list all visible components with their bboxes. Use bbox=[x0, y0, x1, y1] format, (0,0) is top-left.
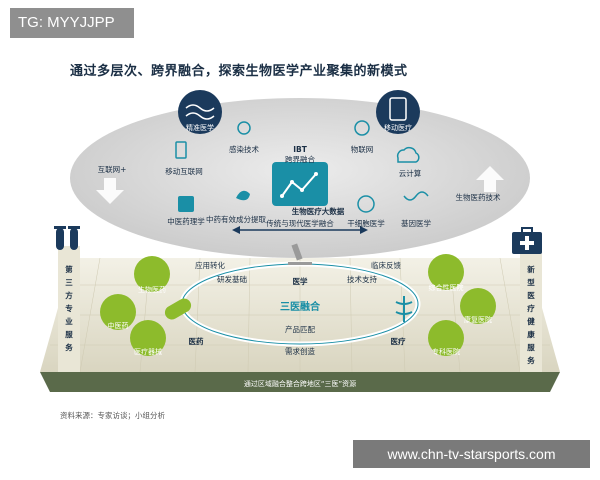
device-node bbox=[130, 320, 166, 356]
first-aid-kit-icon bbox=[512, 227, 542, 254]
mobile-medical-label: 移动医疗 bbox=[384, 123, 412, 132]
caduceus-icon bbox=[395, 296, 413, 322]
center-caption: 传统与现代医学融合 bbox=[266, 218, 334, 228]
svg-text:疗: 疗 bbox=[527, 303, 535, 313]
svg-text:型: 型 bbox=[527, 277, 535, 287]
bulb-icon bbox=[237, 121, 251, 135]
flow-product: 产品匹配 bbox=[285, 324, 315, 334]
dna-icon bbox=[185, 104, 215, 120]
ibt-title: IBT bbox=[293, 145, 308, 154]
genome-label: 基因医学 bbox=[401, 218, 431, 228]
flow-research: 研发基础 bbox=[217, 274, 247, 284]
mobile-medical-node bbox=[376, 90, 420, 134]
left-arrow-label: 互联网+ bbox=[98, 165, 127, 174]
tcm-pharm-label: 中医药理学 bbox=[167, 216, 205, 226]
cloud-label: 云计算 bbox=[399, 168, 422, 178]
rehab-label: 康复医院 bbox=[464, 315, 492, 324]
flow-clinical: 临床反馈 bbox=[371, 260, 401, 270]
svg-text:务: 务 bbox=[527, 355, 535, 365]
tcm-extract-label: 中药有效成分提取 bbox=[206, 214, 266, 224]
general-hospital-node bbox=[428, 254, 464, 290]
watermark-tag: TG: MYYJJPP bbox=[10, 8, 134, 38]
right-arrow bbox=[476, 166, 504, 192]
svg-text:服: 服 bbox=[65, 330, 73, 339]
right-arrow-label: 生物医药技术 bbox=[456, 192, 501, 202]
tcm-node bbox=[100, 294, 136, 330]
biomed-label: 生物医药 bbox=[138, 285, 166, 294]
svg-text:服: 服 bbox=[527, 343, 535, 352]
watermark-url: www.chn-tv-starsports.com bbox=[353, 440, 590, 468]
specialty-label: 专科医院 bbox=[432, 347, 460, 356]
svg-text:专: 专 bbox=[65, 303, 73, 313]
flow-application: 应用转化 bbox=[195, 260, 225, 270]
mobile-internet-label: 移动互联网 bbox=[165, 166, 203, 176]
svg-text:三: 三 bbox=[65, 278, 73, 287]
flow-demand: 需求创造 bbox=[285, 346, 315, 356]
infection-label: 感染技术 bbox=[229, 144, 259, 154]
flow-tech-support: 技术支持 bbox=[347, 274, 377, 284]
tcm-book-icon bbox=[178, 196, 194, 212]
svg-text:业: 业 bbox=[65, 316, 73, 326]
ibt-subtitle: 跨界融合 bbox=[285, 154, 315, 164]
rehab-node bbox=[460, 288, 496, 324]
svg-text:医: 医 bbox=[527, 291, 535, 300]
big-data-box bbox=[272, 162, 328, 206]
diagram-title: 通过多层次、跨界融合，探索生物医学产业聚集的新模式 bbox=[70, 64, 408, 79]
cloud-icon bbox=[396, 146, 420, 163]
stem-cell-label: 干细胞医学 bbox=[347, 218, 385, 228]
left-side-panel bbox=[58, 246, 80, 372]
left-vertical-label: 第 三 方 专 业 服 务 bbox=[65, 264, 73, 352]
svg-text:康: 康 bbox=[527, 329, 535, 339]
right-side-panel bbox=[520, 246, 542, 372]
globe-icon bbox=[354, 120, 370, 136]
biomed-node bbox=[134, 256, 170, 292]
chart-line-icon bbox=[281, 173, 317, 197]
leaf-icon bbox=[236, 190, 250, 201]
mobile-internet-icon bbox=[175, 141, 187, 159]
pill-icon bbox=[164, 298, 192, 320]
test-tube-icon bbox=[54, 226, 80, 250]
care-label: 医疗 bbox=[391, 336, 406, 346]
big-data-label: 生物医疗大数据 bbox=[292, 206, 345, 216]
phone-icon bbox=[389, 97, 407, 121]
precision-medicine-node bbox=[178, 90, 222, 134]
microscope-icon bbox=[288, 243, 312, 265]
svg-text:务: 务 bbox=[65, 342, 73, 352]
tcm-label: 中医药 bbox=[108, 321, 129, 330]
general-hospital-label: 综合性医院 bbox=[429, 283, 464, 292]
gene-icon bbox=[403, 191, 429, 201]
source-note: 资料来源：专家访谈；小组分析 bbox=[60, 411, 165, 420]
specialty-node bbox=[428, 320, 464, 356]
three-medicine-label: 三医融合 bbox=[280, 300, 321, 313]
svg-text:方: 方 bbox=[65, 290, 73, 300]
bottom-banner-text: 通过区域融合整合跨地区“三医”资源 bbox=[244, 379, 356, 388]
left-arrow bbox=[96, 178, 124, 204]
iot-label: 物联网 bbox=[351, 144, 374, 154]
precision-medicine-label: 精准医学 bbox=[186, 123, 214, 132]
svg-text:新: 新 bbox=[527, 264, 535, 274]
device-label: 医疗器械 bbox=[134, 347, 162, 356]
svg-text:健: 健 bbox=[527, 316, 535, 326]
stem-cell-icon bbox=[357, 195, 375, 213]
bottom-banner bbox=[40, 372, 560, 392]
right-vertical-label: 新 型 医 疗 健 康 服 务 bbox=[527, 264, 535, 365]
drug-label: 医药 bbox=[189, 336, 204, 346]
medicine-label: 医学 bbox=[293, 276, 308, 286]
svg-text:第: 第 bbox=[65, 264, 73, 274]
floor-grid bbox=[50, 257, 550, 373]
